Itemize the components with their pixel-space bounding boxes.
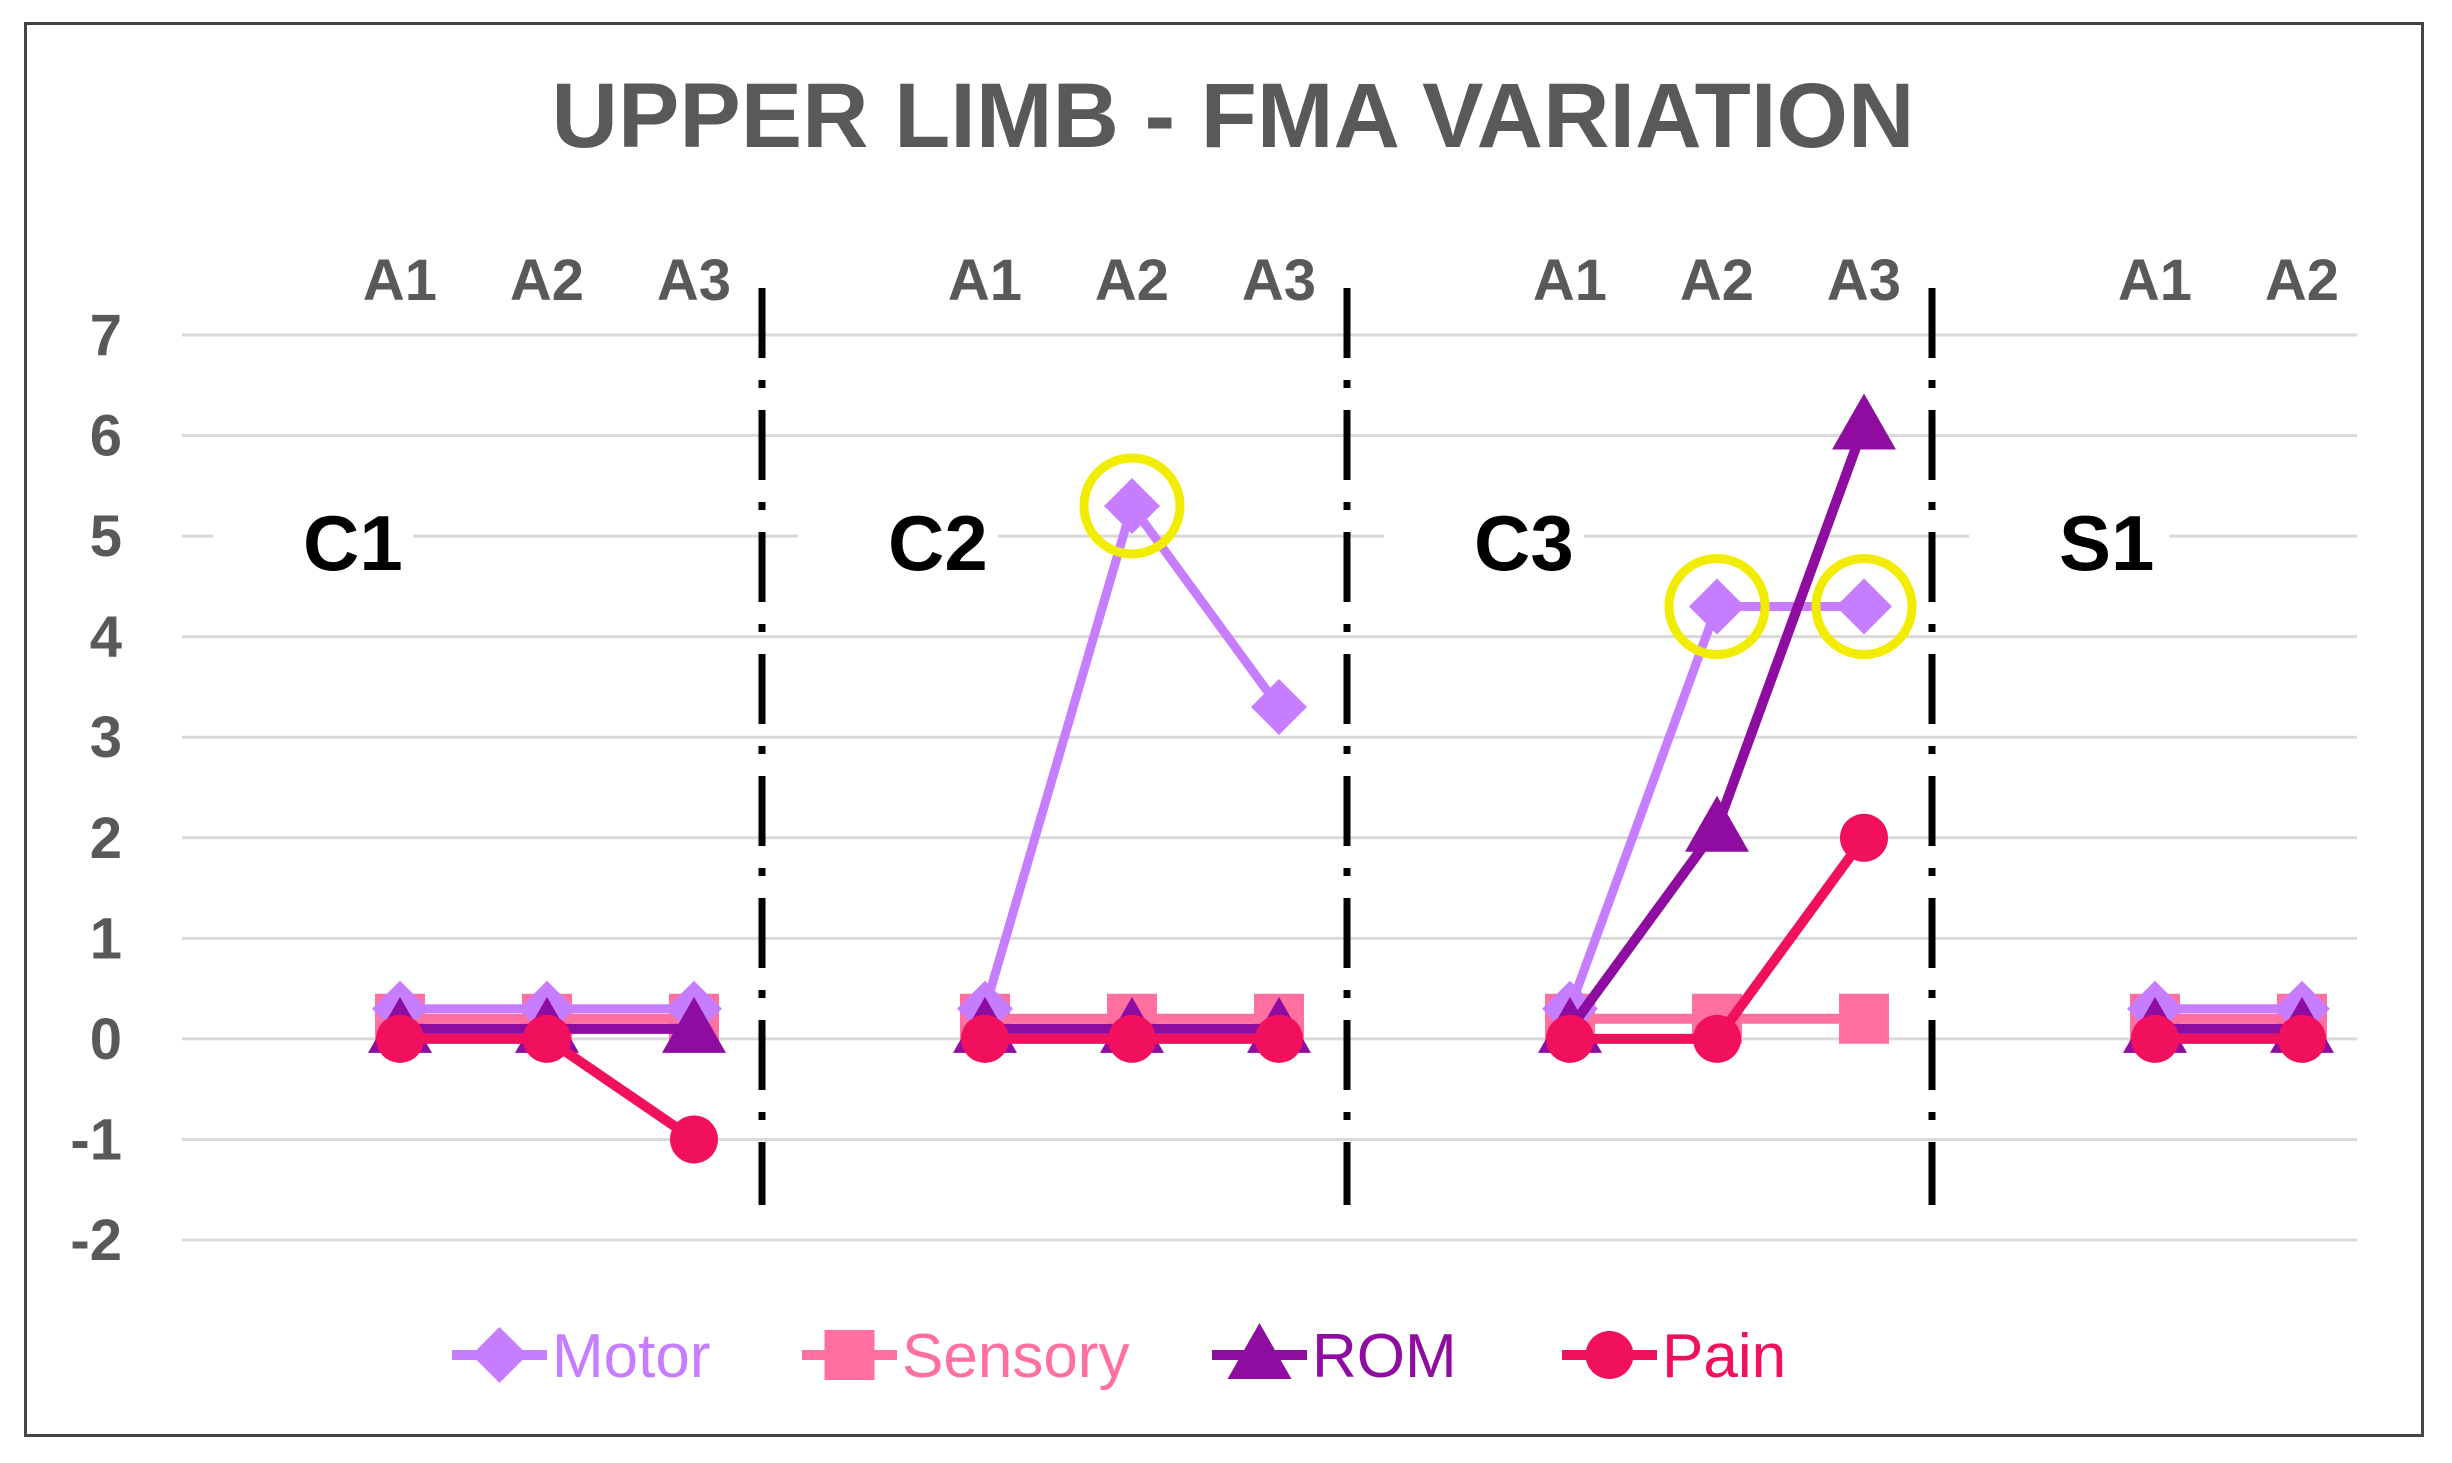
y-tick-label: 5 bbox=[90, 504, 122, 569]
data-point-pain bbox=[2131, 1014, 2179, 1063]
panel-label-background bbox=[213, 500, 413, 590]
y-tick-label: 7 bbox=[90, 303, 122, 368]
panel-label-background bbox=[1969, 500, 2169, 590]
x-tick-label: A2 bbox=[510, 248, 584, 313]
panel-label: C3 bbox=[1474, 499, 1574, 587]
y-tick-label: -1 bbox=[70, 1107, 122, 1172]
fma-variation-chart: UPPER LIMB - FMA VARIATION 76543210-1-2 … bbox=[70, 65, 2357, 1391]
data-point-pain bbox=[1546, 1014, 1594, 1063]
panel-label-background bbox=[798, 500, 998, 590]
data-point-motor bbox=[1104, 477, 1160, 534]
legend-marker-triangle bbox=[1227, 1323, 1292, 1379]
panel-label: C2 bbox=[888, 499, 988, 587]
grid-layer bbox=[182, 333, 2357, 1242]
legend-item-sensory: Sensory bbox=[802, 1322, 1129, 1391]
legend-item-rom: ROM bbox=[1212, 1322, 1457, 1391]
data-point-pain bbox=[961, 1014, 1009, 1063]
legend-marker-diamond bbox=[471, 1327, 528, 1383]
legend-label: Pain bbox=[1662, 1322, 1786, 1391]
data-point-pain bbox=[670, 1115, 718, 1164]
y-tick-label: 4 bbox=[90, 605, 122, 670]
data-point-pain bbox=[1840, 813, 1888, 862]
highlight-circle bbox=[1811, 554, 1917, 659]
highlight-circle bbox=[1664, 554, 1770, 659]
panel-label-background bbox=[1384, 500, 1584, 590]
x-tick-label: A2 bbox=[1095, 248, 1169, 313]
data-point-rom bbox=[1832, 393, 1896, 450]
data-point-pain bbox=[2278, 1014, 2326, 1063]
data-point-rom bbox=[662, 996, 726, 1053]
data-point-sensory bbox=[1839, 993, 1889, 1044]
y-tick-label: 6 bbox=[90, 404, 122, 469]
panel-label: C1 bbox=[303, 499, 403, 587]
data-point-motor bbox=[1251, 679, 1307, 736]
legend: Motor Sensory ROM Pain bbox=[452, 1322, 1786, 1391]
legend-item-motor: Motor bbox=[452, 1322, 710, 1391]
x-tick-label: A2 bbox=[2265, 248, 2339, 313]
legend-label: ROM bbox=[1312, 1322, 1457, 1391]
legend-item-pain: Pain bbox=[1562, 1322, 1786, 1391]
panel-separators bbox=[758, 288, 1936, 1205]
x-tick-label: A1 bbox=[948, 248, 1022, 313]
legend-marker-square bbox=[824, 1330, 875, 1380]
y-axis: 7 6 5 4 3 2 1 0 -1 -2 bbox=[70, 303, 122, 1273]
data-point-motor bbox=[1836, 578, 1892, 635]
data-point-pain bbox=[1255, 1014, 1303, 1063]
highlight-circle bbox=[1079, 453, 1185, 559]
x-tick-label: A1 bbox=[1533, 248, 1607, 313]
x-tick-label: A3 bbox=[1242, 248, 1316, 313]
y-tick-label: 0 bbox=[90, 1007, 122, 1072]
data-point-pain bbox=[1108, 1014, 1156, 1063]
x-tick-label: A3 bbox=[657, 248, 731, 313]
data-point-pain bbox=[523, 1014, 571, 1063]
chart-title: UPPER LIMB - FMA VARIATION bbox=[552, 65, 1915, 167]
panel-label: S1 bbox=[2059, 499, 2154, 587]
series-line-motor bbox=[980, 501, 1283, 1010]
x-tick-label: A1 bbox=[363, 248, 437, 313]
x-tick-label: A3 bbox=[1827, 248, 1901, 313]
x-tick-label: A2 bbox=[1680, 248, 1754, 313]
y-tick-label: 2 bbox=[90, 806, 122, 871]
x-tick-label: A1 bbox=[2118, 248, 2192, 313]
data-point-motor bbox=[1689, 578, 1745, 635]
y-tick-label: 1 bbox=[90, 906, 122, 971]
y-tick-label: 3 bbox=[90, 705, 122, 770]
data-point-pain bbox=[1693, 1014, 1741, 1063]
legend-label: Sensory bbox=[902, 1322, 1129, 1391]
data-point-rom bbox=[1685, 795, 1749, 852]
legend-marker-circle bbox=[1585, 1331, 1634, 1379]
data-point-pain bbox=[376, 1014, 424, 1063]
legend-label: Motor bbox=[552, 1322, 710, 1391]
y-tick-label: -2 bbox=[70, 1208, 122, 1273]
